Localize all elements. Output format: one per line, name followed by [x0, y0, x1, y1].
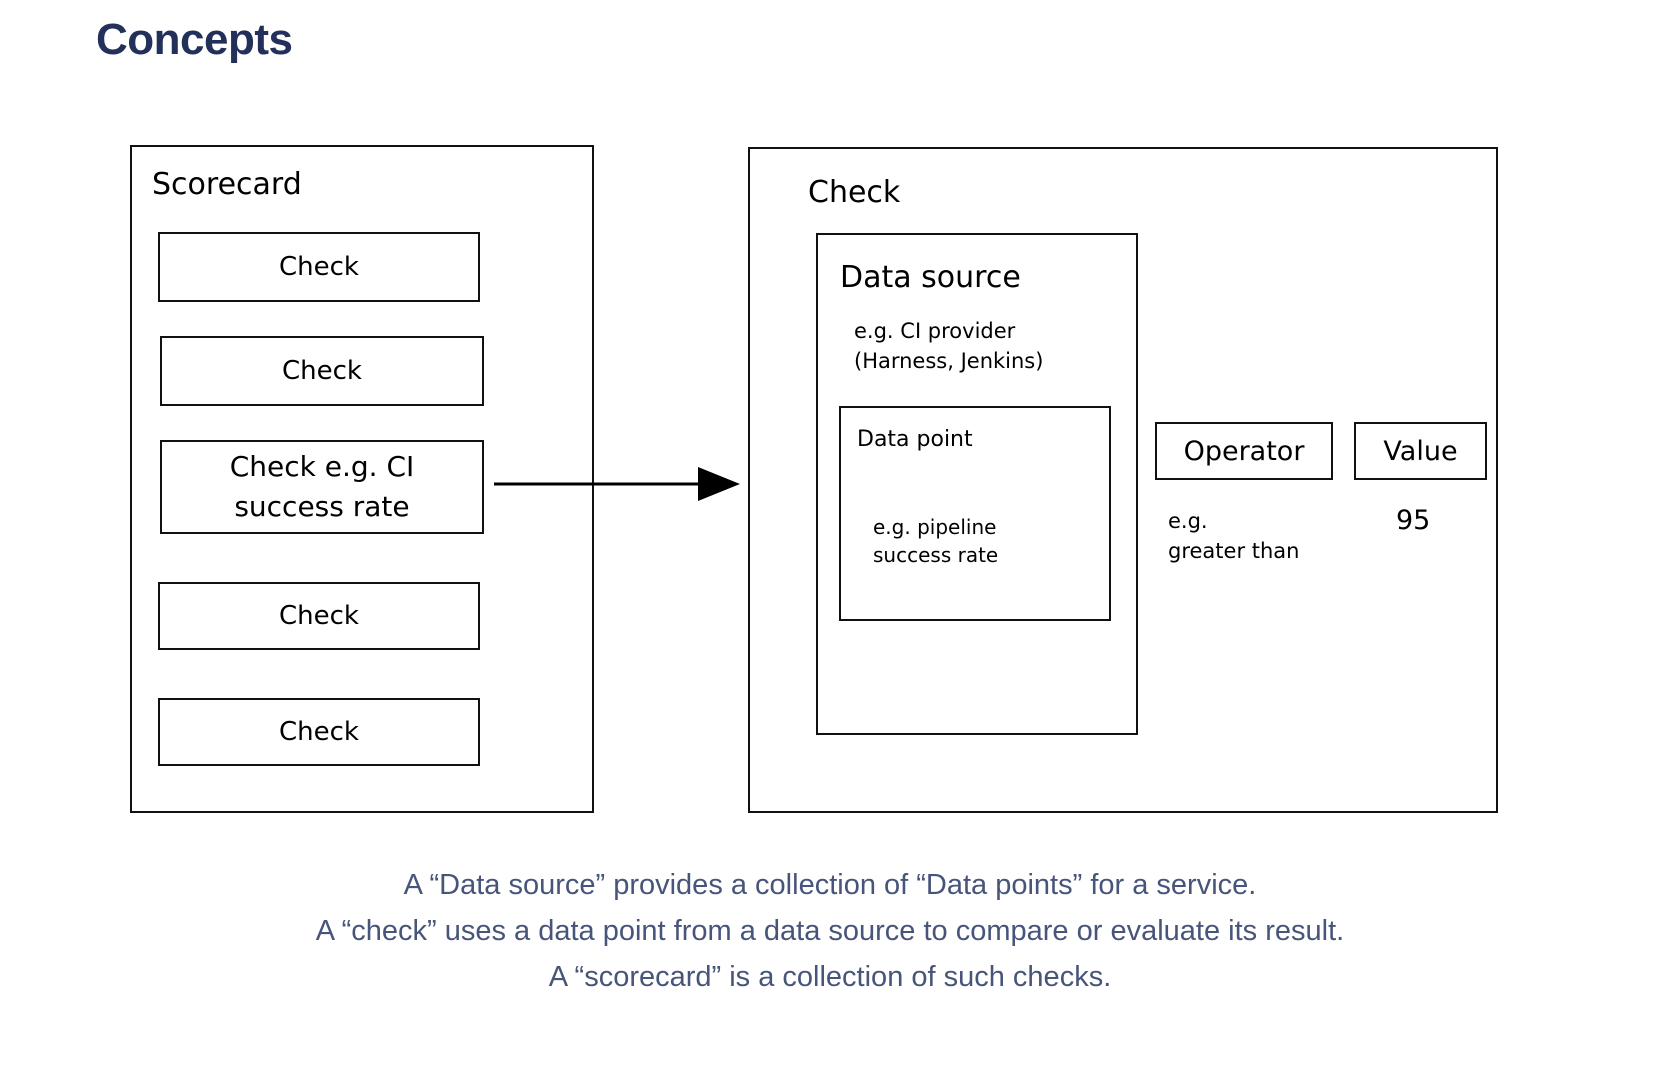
caption-line-1: A “Data source” provides a collection of…: [403, 869, 1257, 901]
check-label: Check: [279, 252, 359, 282]
scorecard-check-item-1[interactable]: Check: [158, 232, 480, 302]
data-source-title: Data source: [840, 260, 1021, 295]
scorecard-check-item-4[interactable]: Check: [158, 582, 480, 650]
page-title: Concepts: [96, 15, 293, 64]
scorecard-check-item-3[interactable]: Check e.g. CI success rate: [160, 440, 484, 534]
value-box[interactable]: Value: [1354, 422, 1487, 480]
value-label: Value: [1383, 435, 1458, 467]
caption-line-2: A “check” uses a data point from a data …: [315, 915, 1345, 947]
data-point-box: [839, 406, 1111, 621]
scorecard-label: Scorecard: [152, 167, 302, 202]
caption-line-3: A “scorecard” is a collection of such ch…: [548, 961, 1112, 993]
caption: A “Data source” provides a collection of…: [0, 862, 1660, 1000]
operator-label: Operator: [1183, 435, 1305, 467]
operator-box[interactable]: Operator: [1155, 422, 1333, 480]
scorecard-check-item-2[interactable]: Check: [160, 336, 484, 406]
scorecard-check-item-5[interactable]: Check: [158, 698, 480, 766]
value-example: 95: [1396, 505, 1431, 536]
operator-example: e.g. greater than: [1168, 509, 1300, 563]
arrow-right-icon: [494, 467, 740, 501]
data-point-example: e.g. pipeline success rate: [873, 515, 999, 567]
check-label: Check: [279, 601, 359, 631]
check-detail-label: Check: [808, 175, 901, 210]
check-label: Check: [282, 356, 362, 386]
data-point-title: Data point: [857, 427, 973, 452]
check-label: Check e.g. CI success rate: [229, 450, 415, 523]
check-label: Check: [279, 717, 359, 747]
data-source-example: e.g. CI provider (Harness, Jenkins): [854, 319, 1044, 373]
